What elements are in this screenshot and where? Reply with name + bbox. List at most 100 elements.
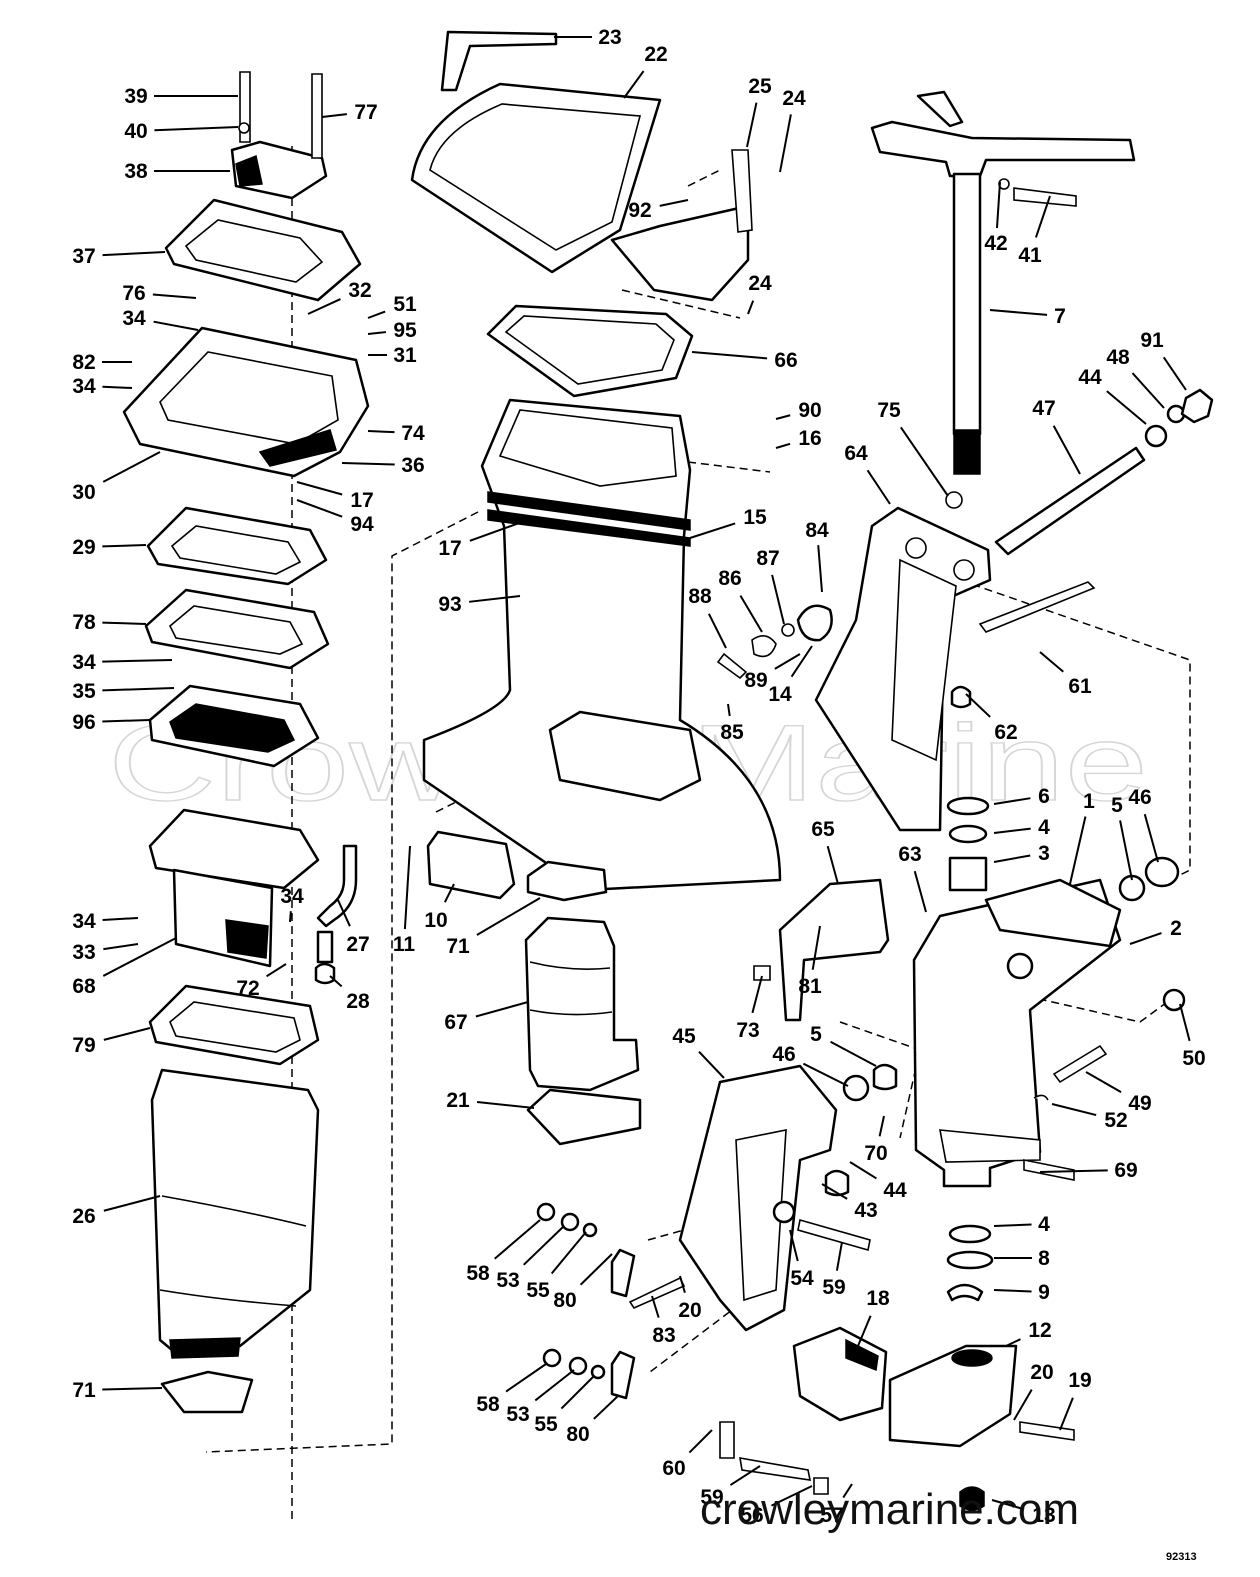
leader-19	[1059, 1397, 1074, 1431]
callout-40: 40	[124, 120, 147, 143]
callout-57: 57	[820, 1504, 843, 1527]
callout-71: 71	[446, 935, 470, 958]
leader-55	[560, 1375, 595, 1410]
leader-64	[866, 469, 891, 505]
callout-35: 35	[72, 680, 96, 703]
leader-49	[1085, 1071, 1122, 1093]
leader-9	[993, 1289, 1032, 1293]
leader-57	[842, 1483, 853, 1499]
leader-36	[341, 462, 395, 466]
callout-77: 77	[354, 101, 377, 124]
top-cover	[230, 71, 328, 200]
leader-11	[403, 845, 411, 930]
callout-34: 34	[72, 651, 96, 674]
callout-95: 95	[393, 319, 417, 342]
leader-21	[476, 1101, 535, 1109]
leader-72	[266, 963, 287, 978]
leader-16	[775, 442, 791, 449]
callout-5: 5	[810, 1023, 822, 1046]
leader-24	[747, 300, 755, 315]
midsection-15	[422, 398, 782, 892]
callout-81: 81	[798, 975, 822, 998]
callout-44: 44	[1078, 366, 1102, 389]
callout-34: 34	[280, 885, 304, 908]
leader-34	[102, 659, 173, 663]
callout-36: 36	[401, 454, 424, 477]
leader-71	[476, 897, 541, 936]
callout-59: 59	[700, 1486, 723, 1509]
callout-3: 3	[1038, 842, 1050, 865]
callout-55: 55	[526, 1279, 550, 1302]
bracket-65	[753, 878, 890, 1022]
leader-17	[296, 481, 343, 496]
leader-63	[913, 870, 927, 913]
callout-20: 20	[678, 1299, 701, 1322]
leader-91	[1162, 356, 1187, 391]
callout-54: 54	[790, 1267, 814, 1290]
callout-80: 80	[553, 1289, 576, 1312]
callout-47: 47	[1032, 397, 1055, 420]
callout-62: 62	[994, 721, 1017, 744]
lower-components	[426, 830, 642, 1146]
leader-5	[830, 1040, 877, 1067]
callout-80: 80	[566, 1423, 589, 1446]
leader-70	[878, 1115, 885, 1137]
callout-60: 60	[662, 1457, 685, 1480]
callout-66: 66	[774, 349, 797, 372]
leader-53	[523, 1225, 565, 1266]
leader-28	[329, 975, 343, 988]
callout-55: 55	[534, 1413, 558, 1436]
leader-60	[688, 1429, 713, 1454]
callout-24: 24	[782, 87, 806, 110]
callout-21: 21	[446, 1089, 470, 1112]
leader-34	[102, 917, 139, 921]
leader-83	[651, 1295, 660, 1318]
callout-10: 10	[424, 909, 447, 932]
leader-29	[102, 544, 147, 548]
leader-lines	[102, 36, 1191, 1511]
leader-7	[989, 309, 1048, 316]
callout-56: 56	[740, 1504, 763, 1527]
callout-34: 34	[72, 910, 96, 933]
callout-12: 12	[1028, 1319, 1051, 1342]
drawing-number: 92313	[1166, 1551, 1197, 1563]
callout-45: 45	[672, 1025, 696, 1048]
leader-55	[550, 1231, 587, 1275]
callout-59: 59	[822, 1276, 845, 1299]
callout-16: 16	[798, 427, 821, 450]
leader-41	[1034, 195, 1051, 238]
callout-39: 39	[124, 85, 147, 108]
leader-67	[475, 1001, 529, 1018]
leader-2	[1129, 932, 1162, 945]
callout-93: 93	[438, 593, 461, 616]
leader-95	[367, 331, 387, 335]
callout-61: 61	[1068, 675, 1092, 698]
leader-96	[102, 719, 151, 723]
callout-94: 94	[350, 513, 374, 536]
leader-59	[729, 1465, 761, 1486]
leader-50	[1179, 1003, 1191, 1042]
adapter-68	[148, 808, 320, 968]
leader-1	[1069, 816, 1087, 885]
leader-24	[779, 114, 792, 173]
callout-32: 32	[348, 279, 371, 302]
leader-20	[1013, 1389, 1033, 1421]
callout-70: 70	[864, 1142, 887, 1165]
callout-30: 30	[72, 481, 95, 504]
leader-56	[771, 1485, 813, 1507]
callout-26: 26	[72, 1205, 95, 1228]
leader-58	[505, 1363, 547, 1393]
callout-20: 20	[1030, 1361, 1053, 1384]
leader-80	[579, 1253, 613, 1286]
callout-46: 46	[772, 1043, 795, 1066]
leader-61	[1039, 651, 1064, 673]
callout-52: 52	[1104, 1109, 1127, 1132]
callout-9: 9	[1038, 1281, 1050, 1304]
leader-3	[993, 854, 1031, 863]
leader-51	[367, 310, 386, 319]
callout-6: 6	[1038, 785, 1050, 808]
callout-85: 85	[720, 721, 744, 744]
leader-34	[153, 320, 199, 331]
leader-27	[337, 899, 351, 927]
plate-37	[164, 198, 362, 302]
